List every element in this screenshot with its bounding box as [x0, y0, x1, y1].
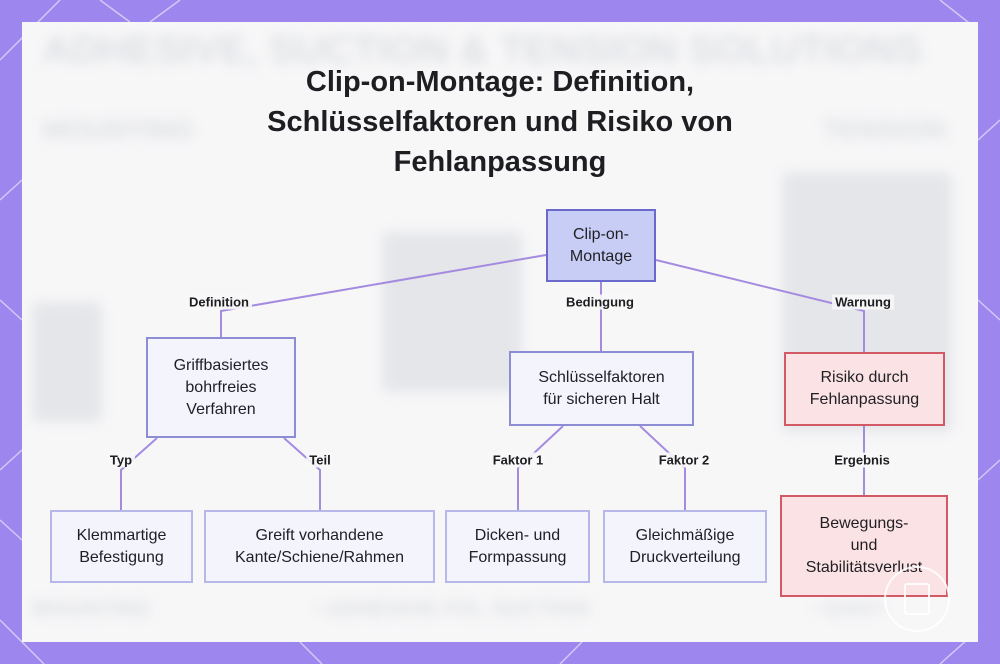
- node-text-line: Griffbasiertes: [173, 356, 269, 374]
- node-risiko-fehlanpassung: Risiko durch Fehlanpassung: [784, 352, 945, 426]
- node-text-line: Fehlanpassung: [809, 391, 920, 408]
- node-text-line: Greift vorhandene: [255, 526, 384, 544]
- edge-line-faktor1: [517, 425, 564, 511]
- watermark-logo-icon: [884, 566, 950, 632]
- node-greift-vorhandene-kante: Greift vorhandene Kante/Schiene/Rahmen: [204, 510, 435, 583]
- node-text-line: Risiko durch: [820, 369, 909, 386]
- logo-inner-shape: [904, 583, 930, 615]
- edge-label-typ: Typ: [106, 452, 136, 468]
- edge-line-warnung: [655, 259, 865, 352]
- bg-right-text: TENSION: [822, 114, 947, 145]
- blurred-background-image: ADHESIVE, SUCTION & TENSION SOLUTIONS MO…: [22, 22, 978, 642]
- node-text-line: Verfahren: [186, 400, 256, 418]
- node-clip-on-montage: Clip-on- Montage: [546, 209, 656, 282]
- edge-label-warnung: Warnung: [832, 294, 894, 310]
- node-griffbasiertes-verfahren: Griffbasiertes bohrfreies Verfahren: [146, 337, 296, 438]
- bg-shape-mid: [382, 232, 522, 392]
- node-text-line: Gleichmäßige: [635, 526, 735, 544]
- edge-line-faktor2: [639, 425, 686, 511]
- bg-bottom-right-text: • EASY: [812, 596, 886, 621]
- title-line-1: Clip-on-Montage: Definition,: [305, 66, 695, 98]
- node-dicken-formpassung: Dicken- und Formpassung: [445, 510, 590, 583]
- bg-banner-text: ADHESIVE, SUCTION & TENSION SOLUTIONS: [42, 28, 923, 72]
- bg-bottom-mid-text: • ADHESIVE-FIX, SUCTION: [312, 596, 591, 621]
- bg-left-text: MOUNTING: [42, 114, 195, 145]
- diagram-title: Clip-on-Montage: Definition, Schlüsselfa…: [0, 62, 1000, 182]
- edge-label-faktor1: Faktor 1: [489, 452, 547, 468]
- edge-label-teil: Teil: [306, 452, 334, 468]
- node-text-line: Dicken- und: [474, 526, 561, 544]
- title-line-3: Fehlanpassung: [393, 146, 607, 178]
- edge-line-teil: [283, 437, 321, 511]
- node-text-line: Klemmartige: [76, 526, 167, 544]
- node-text-line: Schlüsselfaktoren: [538, 368, 665, 386]
- edge-line-definition: [220, 254, 547, 340]
- node-klemmartige-befestigung: Klemmartige Befestigung: [50, 510, 193, 583]
- node-text-line: für sicheren Halt: [543, 390, 660, 408]
- edge-label-bedingung: Bedingung: [563, 294, 637, 310]
- bg-bottom-left-text: MOUNTING: [32, 596, 152, 621]
- node-text-line: bohrfreies: [185, 378, 257, 396]
- title-line-2: Schlüsselfaktoren und Risiko von: [267, 106, 733, 138]
- edge-label-definition: Definition: [186, 294, 252, 310]
- node-text-line: Befestigung: [79, 548, 164, 566]
- node-text-line: Montage: [569, 247, 633, 265]
- node-text-line: Kante/Schiene/Rahmen: [235, 548, 404, 566]
- node-text-line: Stabilitätsverlust: [805, 559, 923, 576]
- edge-label-faktor2: Faktor 2: [655, 452, 713, 468]
- edge-line-typ: [120, 437, 158, 511]
- node-schluesselfaktoren: Schlüsselfaktoren für sicheren Halt: [509, 351, 694, 426]
- node-text-line: Clip-on-: [572, 225, 629, 243]
- node-gleichmaessige-druckverteilung: Gleichmäßige Druckverteilung: [603, 510, 767, 583]
- node-text-line: Formpassung: [468, 548, 567, 566]
- node-text-line: und: [850, 537, 878, 554]
- node-text-line: Druckverteilung: [629, 548, 741, 566]
- edge-label-ergebnis: Ergebnis: [831, 452, 893, 468]
- bg-shape-left: [32, 302, 102, 422]
- node-text-line: Bewegungs-: [819, 515, 909, 532]
